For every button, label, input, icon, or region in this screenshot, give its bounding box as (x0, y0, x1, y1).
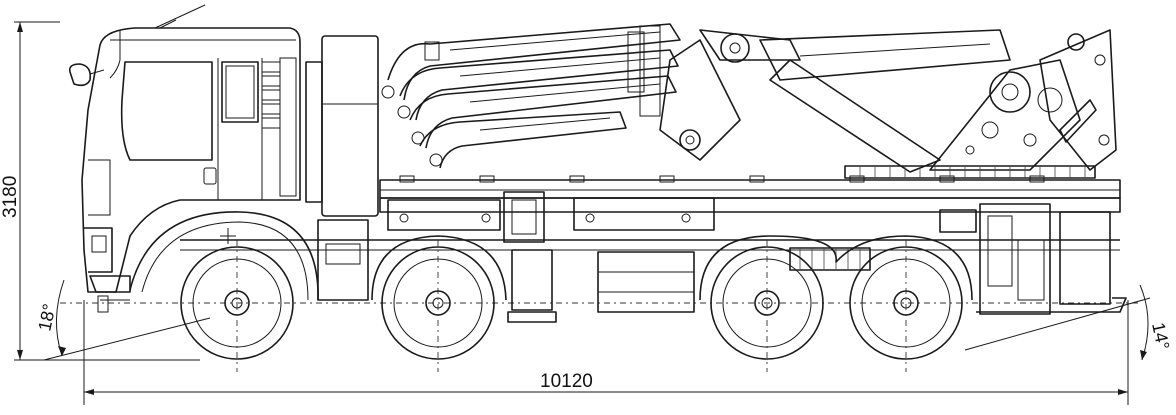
wheel-arches (371, 235, 973, 301)
crane-boom-folded (381, 23, 1117, 179)
chassis-frame (180, 175, 1121, 251)
length-dimension: 10120 (83, 300, 1129, 405)
front-angle-label: 18° (34, 302, 59, 333)
wheel-4 (849, 240, 963, 372)
hydraulic-tank (305, 35, 379, 217)
departure-angle: 14° (964, 284, 1173, 361)
rear-angle-label: 14° (1148, 321, 1173, 352)
wheel-1 (180, 240, 294, 372)
length-label: 10120 (540, 371, 593, 392)
height-dimension: 3180 (0, 21, 200, 361)
height-label: 3180 (0, 176, 21, 218)
truck-cab (68, 4, 319, 313)
side-equipment (317, 191, 1111, 323)
wheel-2 (381, 240, 495, 372)
rear-bumper (976, 297, 1127, 313)
wheel-3 (710, 240, 824, 372)
